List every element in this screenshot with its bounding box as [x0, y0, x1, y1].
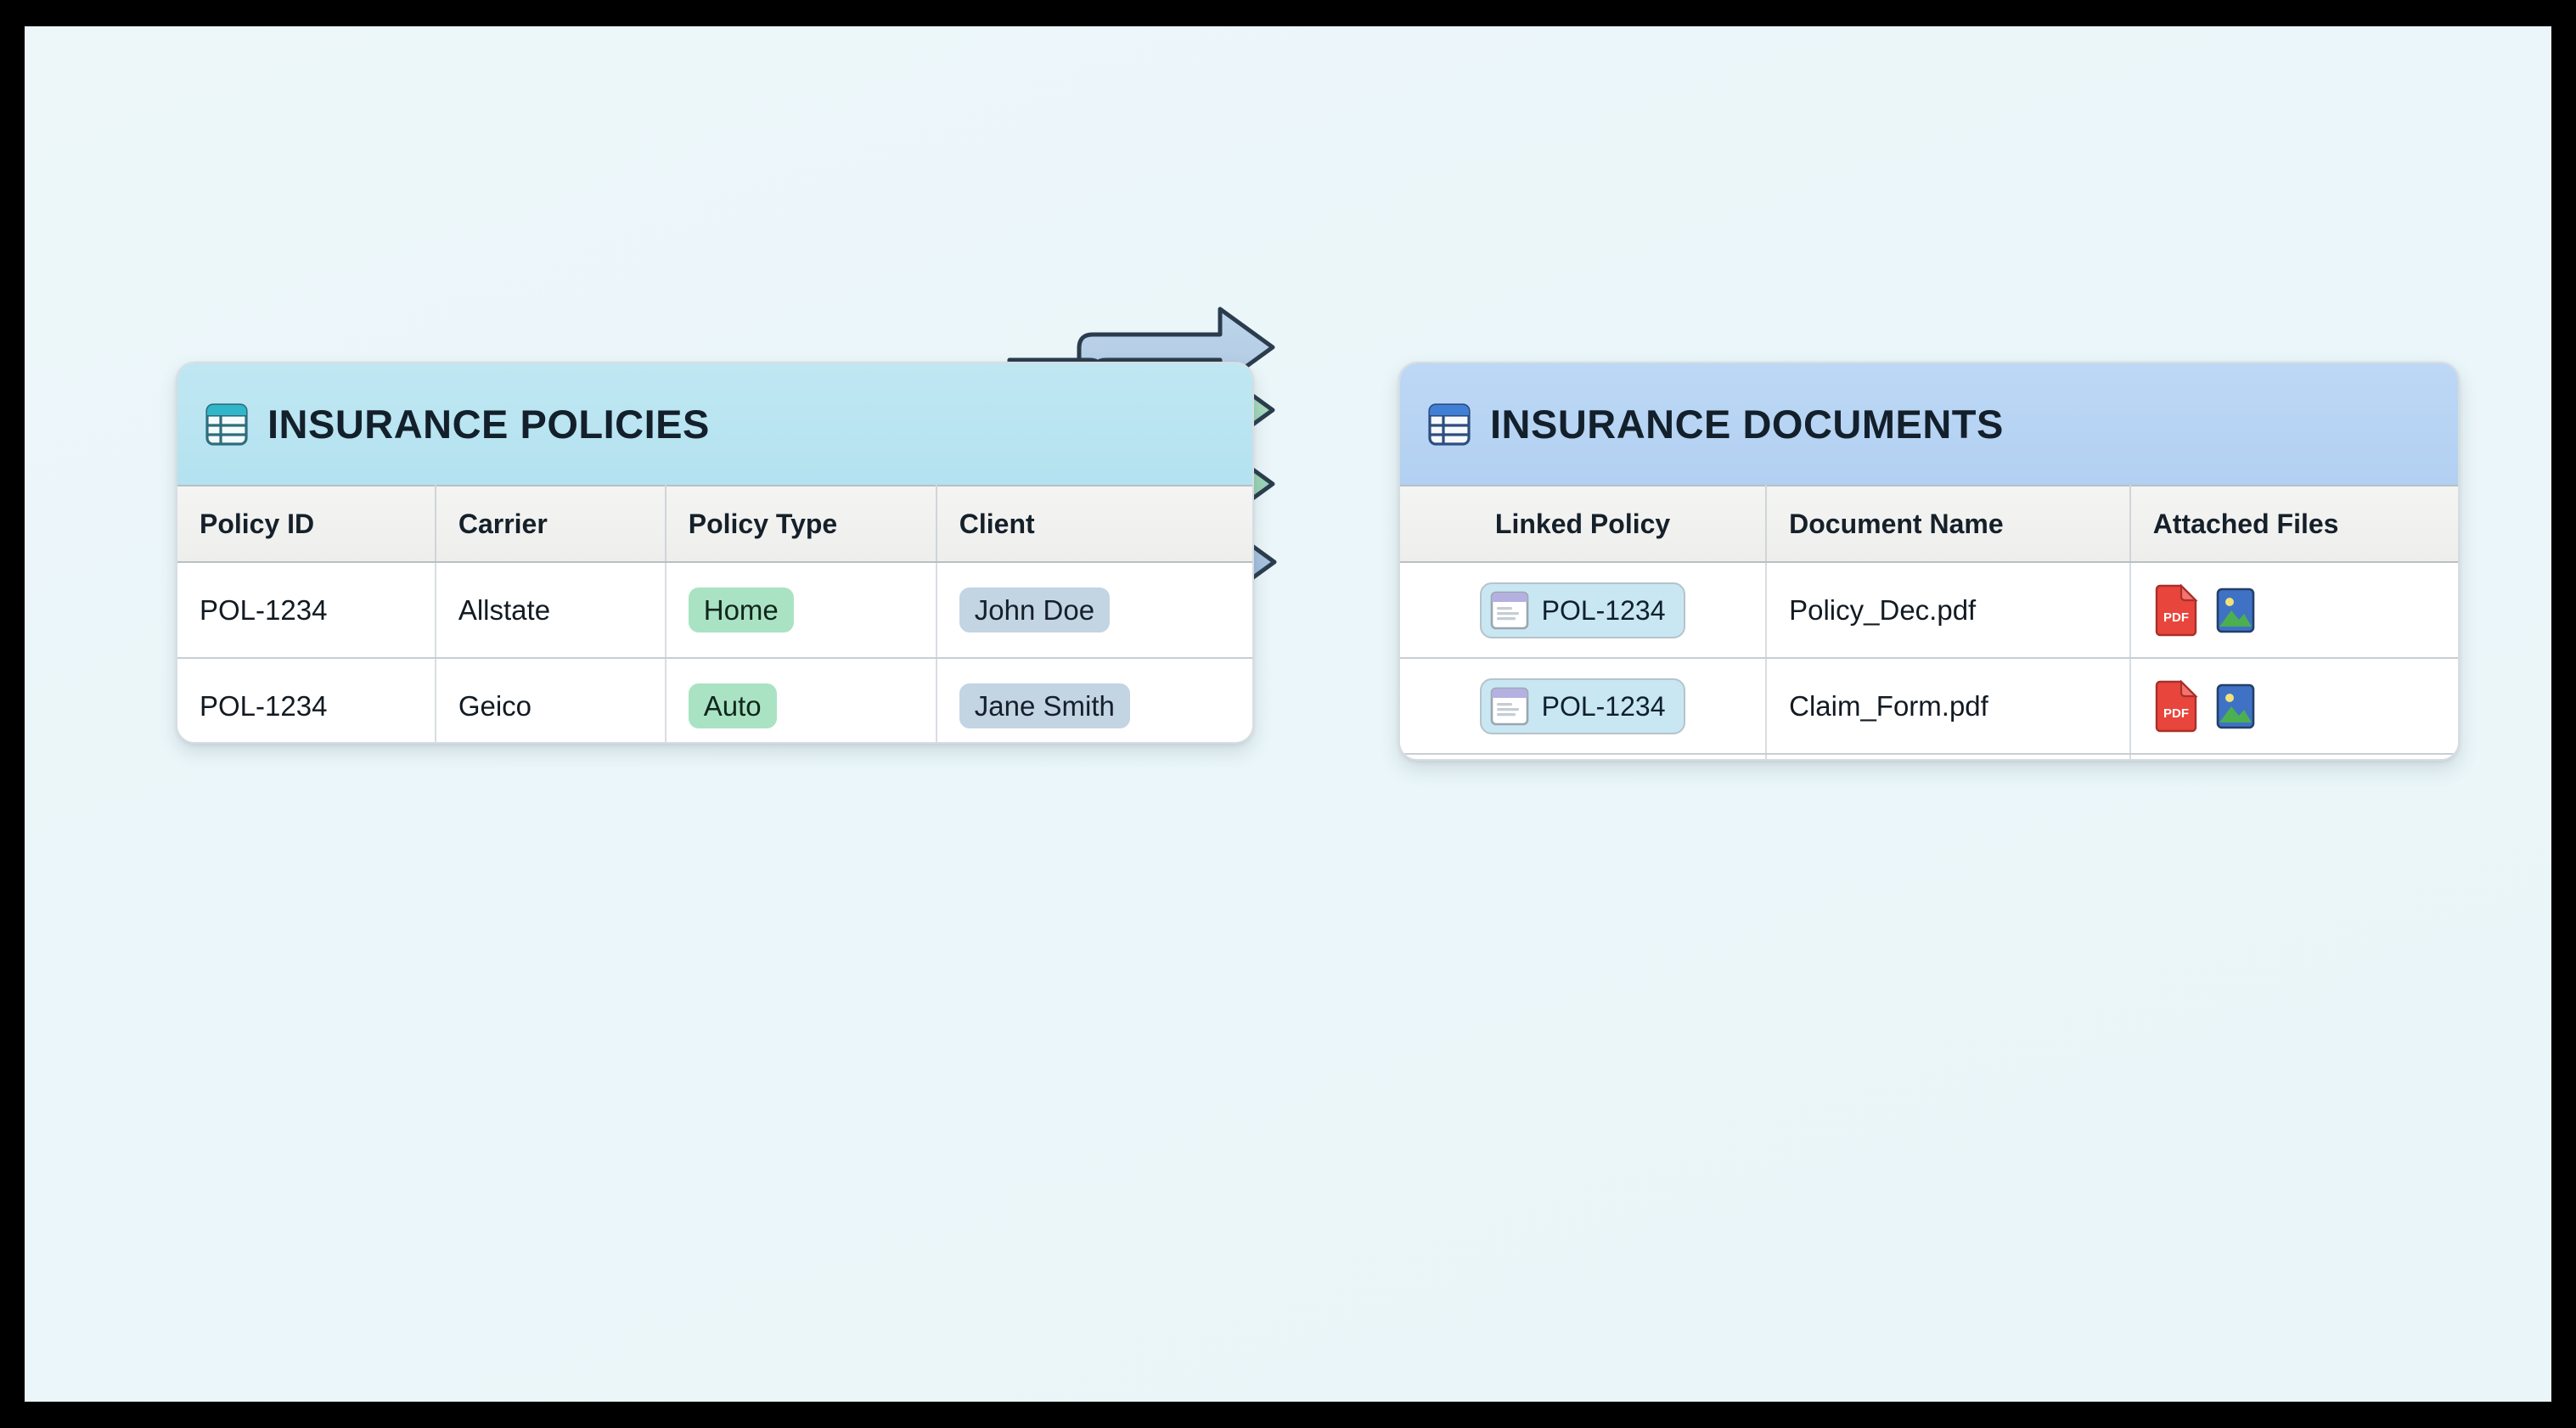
canvas: INSURANCE POLICIES Policy ID Carrier Pol…	[25, 26, 2551, 1402]
table-row[interactable]: POL-1234 Geico Auto Jane Smith	[177, 658, 1252, 742]
cell-carrier: Geico	[435, 658, 666, 742]
cell-client: John Doe	[936, 562, 1252, 659]
table-row[interactable]: POL-1234 Policy_Dec.pdf PDF	[1400, 562, 2458, 659]
pdf-file-icon[interactable]: PDF	[2153, 583, 2199, 637]
column-header-attached-files[interactable]: Attached Files	[2129, 485, 2458, 563]
column-header-carrier[interactable]: Carrier	[435, 485, 666, 563]
cell-attached-files: PDF	[2129, 562, 2458, 659]
image-file-icon[interactable]	[2213, 680, 2258, 733]
policies-header-row: Policy ID Carrier Policy Type Client	[177, 485, 1252, 563]
insurance-documents-table-card: INSURANCE DOCUMENTS Linked Policy Docume…	[1398, 362, 2460, 761]
cell-policy-type: Auto	[665, 658, 937, 742]
client-pill: John Doe	[959, 588, 1111, 632]
cell-attached-files: PDF	[2129, 754, 2458, 759]
document-record-icon	[1490, 591, 1528, 629]
table-row[interactable]: POL-1234 Allstate Home John Doe	[177, 562, 1252, 659]
table-row[interactable]: POL-1234 Claim_Form.pdf PDF	[1400, 658, 2458, 755]
linked-policy-chip[interactable]: POL-1234	[1479, 582, 1686, 638]
column-header-document-name[interactable]: Document Name	[1766, 485, 2131, 563]
cell-linked-policy: POL-1234	[1400, 658, 1768, 755]
documents-header-row: Linked Policy Document Name Attached Fil…	[1400, 485, 2458, 563]
cell-policy-id: POL-1234	[177, 562, 436, 659]
linked-policy-label: POL-1234	[1541, 690, 1666, 722]
table-grid-icon	[1428, 402, 1471, 446]
cell-carrier: Allstate	[435, 562, 666, 659]
insurance-policies-table-card: INSURANCE POLICIES Policy ID Carrier Pol…	[176, 362, 1254, 744]
pdf-file-icon[interactable]: PDF	[2153, 679, 2199, 733]
policy-type-pill: Auto	[688, 683, 777, 728]
policy-type-pill: Home	[688, 588, 794, 632]
table-grid-icon	[205, 402, 248, 446]
svg-text:PDF: PDF	[2163, 610, 2189, 625]
policies-table: Policy ID Carrier Policy Type Client POL…	[177, 485, 1252, 742]
svg-text:PDF: PDF	[2163, 706, 2189, 721]
cell-client: Jane Smith	[936, 658, 1252, 742]
policies-card-title: INSURANCE POLICIES	[267, 402, 710, 447]
cell-linked-policy: POL-1234	[1400, 754, 1768, 759]
image-file-icon[interactable]	[2213, 584, 2258, 637]
cell-document-name: Claim_Form.pdf	[1766, 754, 2131, 759]
cell-attached-files: PDF	[2129, 658, 2458, 755]
column-header-linked-policy[interactable]: Linked Policy	[1400, 485, 1768, 563]
cell-policy-type: Home	[665, 562, 937, 659]
documents-card-title: INSURANCE DOCUMENTS	[1490, 402, 2004, 447]
linked-policy-label: POL-1234	[1541, 594, 1666, 626]
documents-table: Linked Policy Document Name Attached Fil…	[1400, 485, 2458, 759]
documents-card-header: INSURANCE DOCUMENTS	[1400, 363, 2458, 485]
column-header-client[interactable]: Client	[936, 485, 1252, 563]
cell-document-name: Policy_Dec.pdf	[1766, 562, 2131, 659]
column-header-policy-type[interactable]: Policy Type	[665, 485, 937, 563]
document-record-icon	[1490, 687, 1528, 725]
client-pill: Jane Smith	[959, 683, 1130, 728]
cell-policy-id: POL-1234	[177, 658, 436, 742]
linked-policy-chip[interactable]: POL-1234	[1479, 677, 1686, 734]
cell-linked-policy: POL-1234	[1400, 562, 1768, 659]
cell-document-name: Claim_Form.pdf	[1766, 658, 2131, 755]
column-header-policy-id[interactable]: Policy ID	[177, 485, 436, 563]
policies-card-header: INSURANCE POLICIES	[177, 363, 1252, 485]
table-row[interactable]: POL-1234 Claim_Form.pdf PDF	[1400, 754, 2458, 759]
